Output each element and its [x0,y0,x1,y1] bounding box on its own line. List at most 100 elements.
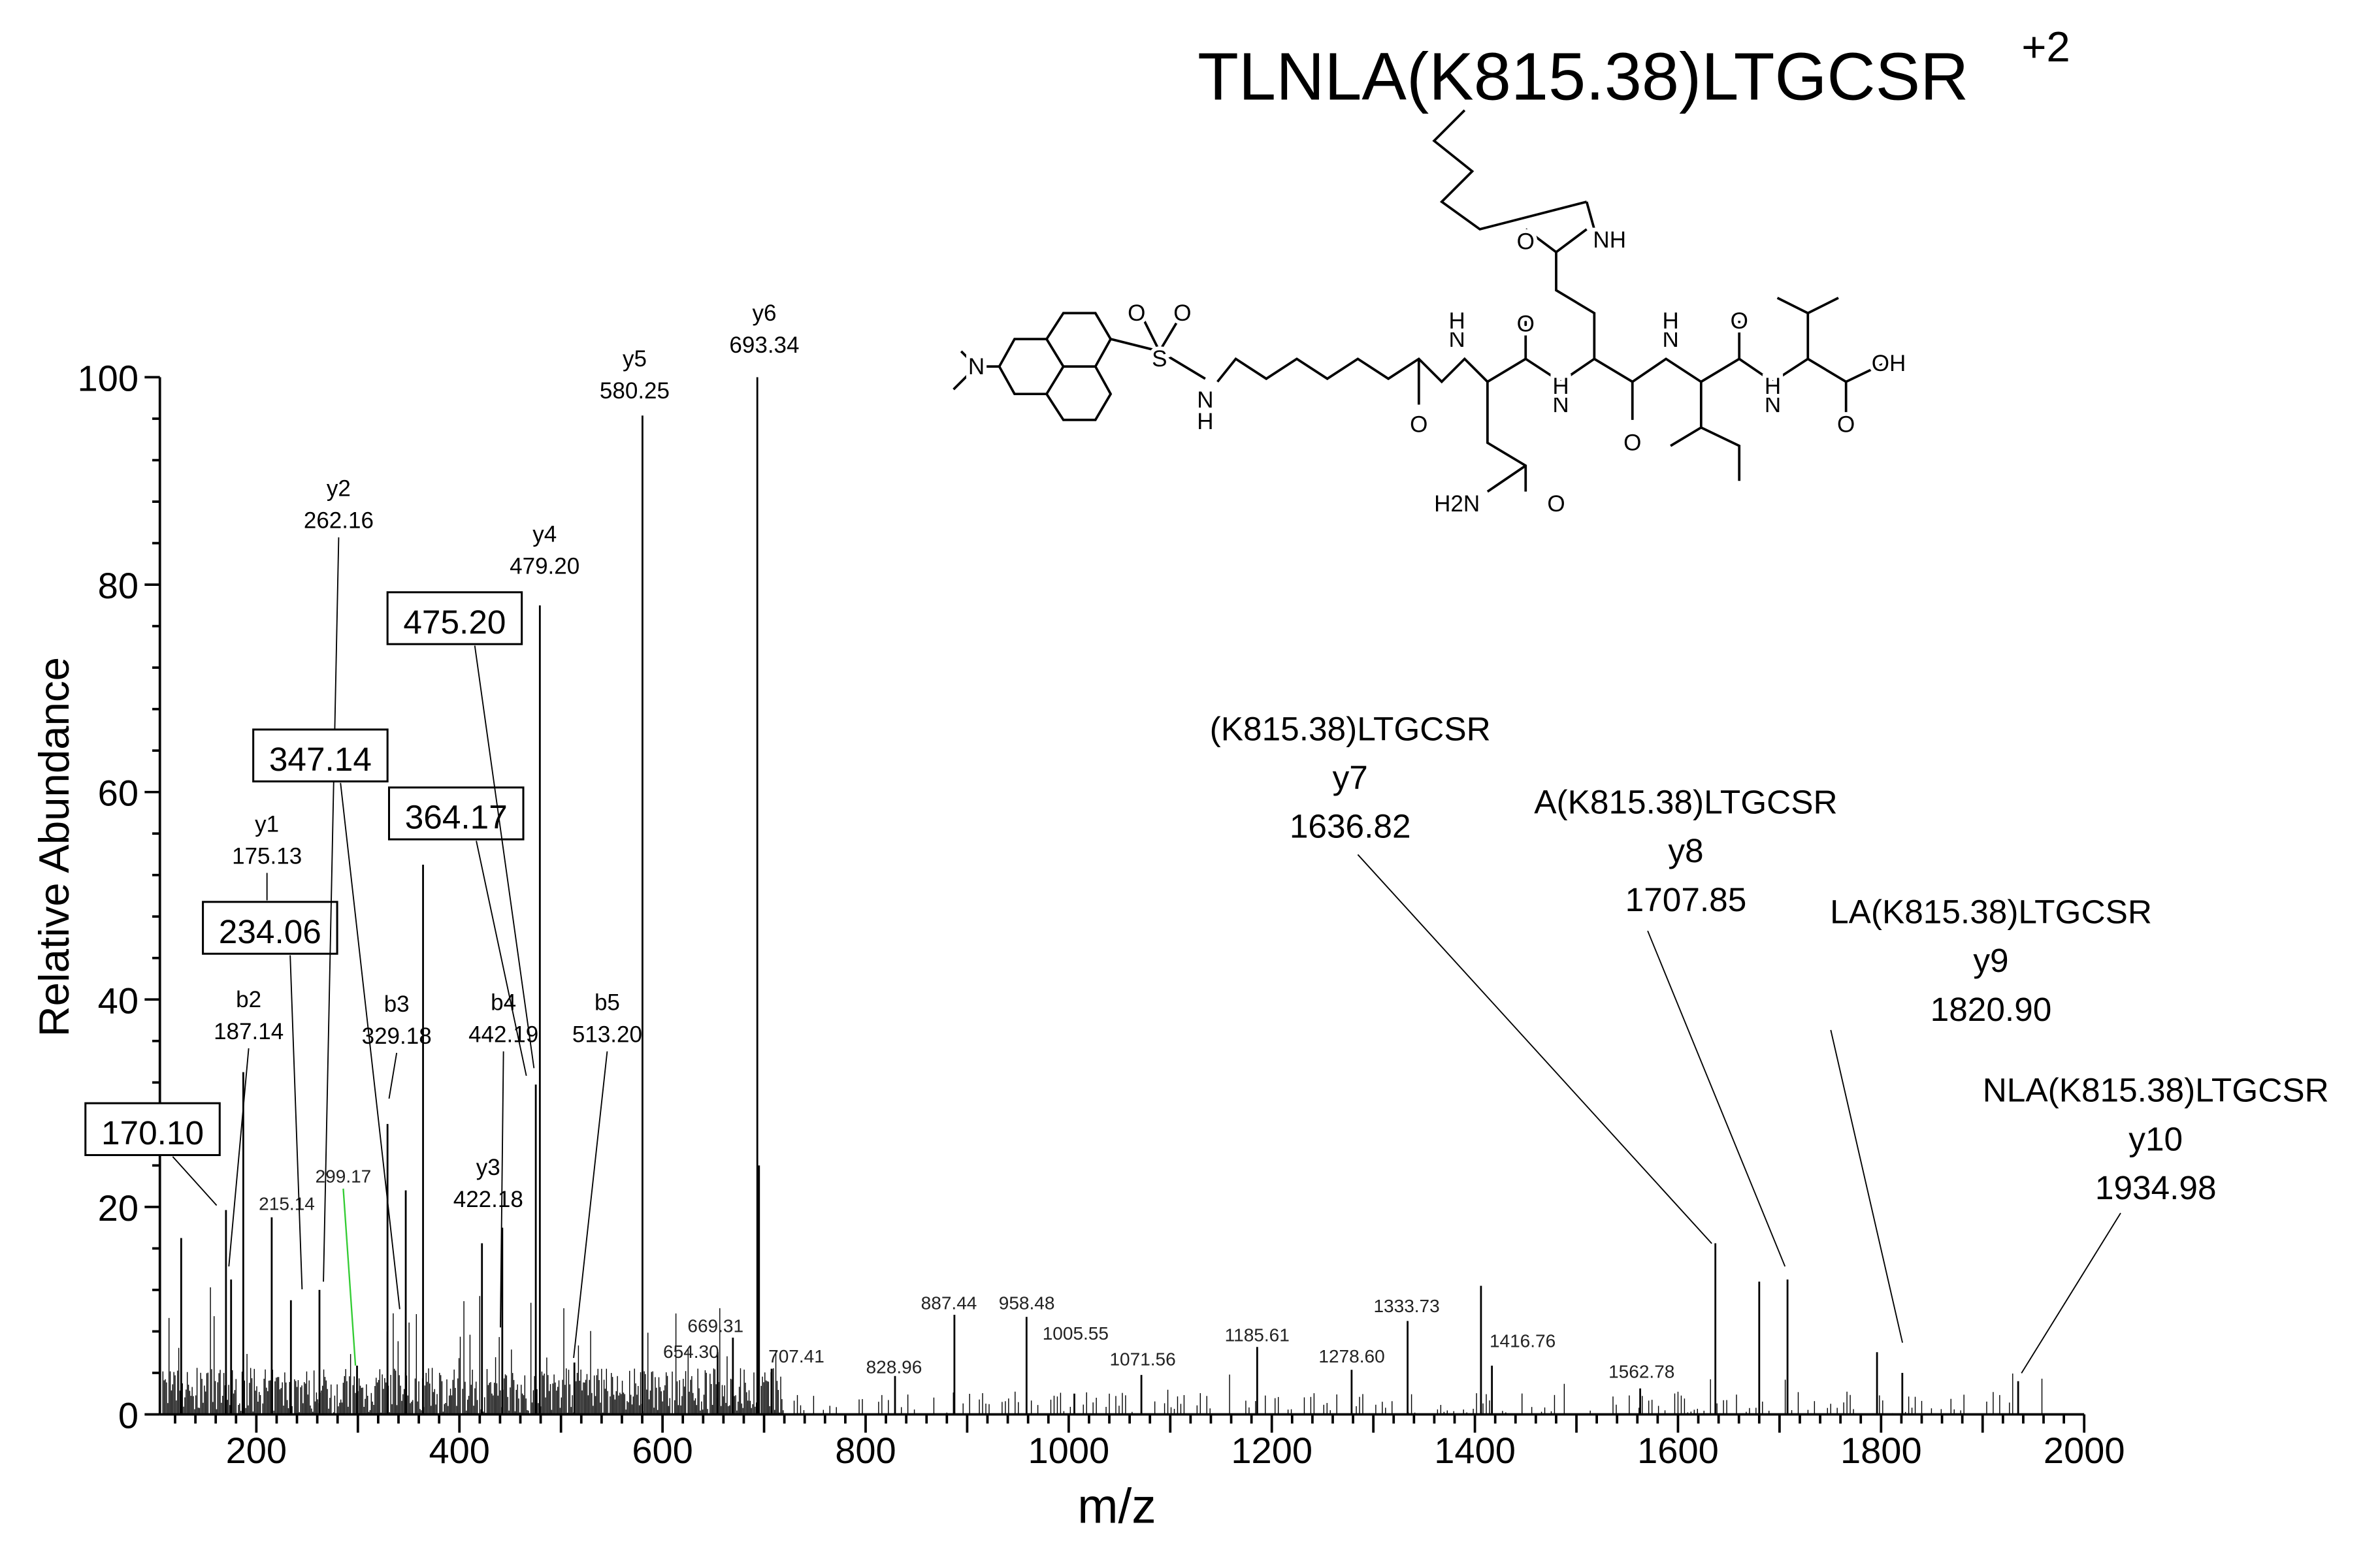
ion-name: b2 [236,987,261,1012]
bond [953,350,1000,391]
leader-line [342,1188,357,1366]
leader-line [172,1156,218,1206]
y-tick-label: 0 [118,1394,139,1436]
atom-label: H2N [1434,491,1480,517]
boxed-label: 170.10 [101,1114,204,1151]
ion-mz: 1820.90 [1931,990,2052,1028]
atom-label: N [968,354,985,379]
x-axis-label: m/z [1077,1478,1156,1533]
label-box [202,901,338,955]
leader-line [476,841,527,1076]
leader-line [1647,930,1786,1267]
y-tick-label: 100 [78,358,139,399]
ion-name: y8 [1668,831,1703,869]
peak-label-475.20: 475.20 [386,591,535,1069]
bond [1525,228,1596,359]
boxed-label: 234.06 [219,912,321,950]
bond [1143,320,1179,352]
minor-peak-label: 1185.61 [1225,1325,1290,1345]
x-tick-label: 600 [632,1430,693,1471]
peak-label-654.30: 654.30 [663,1342,719,1362]
minor-peak-label: 828.96 [866,1357,922,1377]
ion-name: b3 [384,991,410,1017]
leader-line [2021,1212,2121,1374]
peak-label-175.13: y1 175.13 [232,811,302,901]
x-tick-label: 1000 [1028,1430,1110,1471]
peak-label-1333.73: 1333.73 [1373,1296,1439,1316]
peak-label-170.10: 170.10 [84,1102,221,1206]
y-tick-label: 60 [98,773,139,814]
ion-mz: 1934.98 [2095,1168,2217,1206]
atom-label: O [1731,308,1748,334]
peak-label-1562.78: 1562.78 [1608,1361,1674,1381]
ion-name: y2 [327,476,351,502]
y-tick-label: 40 [98,980,139,1021]
label-box [386,591,523,645]
ion-name: y7 [1333,758,1368,796]
minor-peak-label: 887.44 [921,1293,977,1313]
label-box [84,1102,221,1156]
x-tick-label: 2000 [2044,1430,2125,1471]
ion-mz: 1707.85 [1625,880,1747,918]
ion-name: y1 [255,811,279,837]
ion-mz: 1636.82 [1290,807,1411,845]
peak-label-707.41: 707.41 [768,1346,824,1366]
bond [1776,297,1839,359]
atom-label: N [1662,327,1678,352]
ion-mz: 693.34 [729,332,799,358]
charge-state: +2 [2021,23,2070,71]
peak-label-1278.60: 1278.60 [1318,1346,1384,1366]
leader-line [474,645,535,1069]
ion-mz: 513.20 [572,1022,642,1048]
peptide-title: TLNLA(K815.38)LTGCSR [1198,39,1968,114]
atom-label: OH [1872,351,1906,376]
atom-label: H [1765,374,1781,399]
peak-label-1416.76: 1416.76 [1490,1331,1556,1351]
fragment-sequence: (K815.38)LTGCSR [1210,709,1491,747]
y-tick-label: 80 [98,565,139,606]
bond [998,338,1065,396]
atom-label: O [1128,300,1145,326]
x-tick-label: 200 [226,1430,287,1471]
fragment-sequence: NLA(K815.38)LTGCSR [1983,1071,2329,1109]
peaks [162,377,2043,1415]
peak-label-958.48: 958.48 [999,1293,1055,1313]
ion-mz: 442.19 [468,1022,538,1048]
minor-peak-label: 669.31 [687,1315,743,1336]
atom-label: N [1449,327,1465,352]
atom-label: N [1765,392,1781,417]
peak-label-828.96: 828.96 [866,1357,922,1377]
leader-line [1357,854,1712,1244]
peak-label-1005.55: 1005.55 [1043,1323,1109,1344]
minor-peak-label: 1005.55 [1043,1323,1109,1344]
atom-label: S [1152,346,1167,372]
minor-peak-label: 654.30 [663,1342,719,1362]
x-tick-label: 800 [835,1430,896,1471]
leader-line [388,1052,398,1099]
leader-line [1830,1029,1903,1343]
minor-peak-label: 215.14 [259,1194,315,1214]
atom-label: O [1517,311,1535,336]
bond [1486,357,1885,383]
bond [1670,381,1741,481]
ion-mz: 422.18 [453,1187,523,1212]
ion-mz: 580.25 [600,378,670,404]
peak-label-887.44: 887.44 [921,1293,977,1313]
ion-mz: 175.13 [232,843,302,869]
y-tick-label: 20 [98,1187,139,1229]
atom-label: O [1837,412,1855,438]
atom-label: H [1197,409,1213,434]
boxed-label: 364.17 [405,798,508,836]
leader-line [289,955,303,1290]
x-tick-label: 1600 [1637,1430,1719,1471]
peak-label-234.06: 234.06 [202,901,338,1290]
